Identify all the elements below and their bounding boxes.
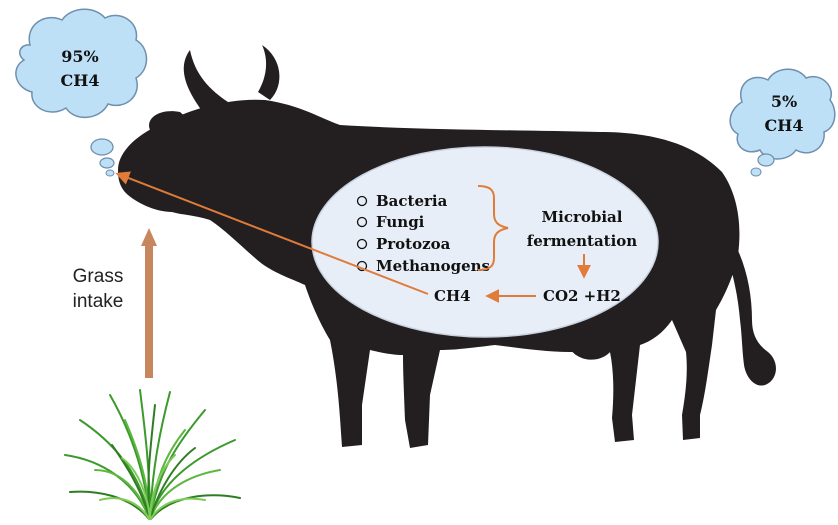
rear-cloud-bubble-small <box>751 168 761 176</box>
microbe-protozoa: Protozoa <box>376 235 451 253</box>
microbe-fungi: Fungi <box>376 213 425 231</box>
mouth-cloud-bubble-mid <box>100 158 114 168</box>
rear-cloud-percent: 5% <box>771 92 797 111</box>
mouth-cloud-percent: 95% <box>61 47 98 66</box>
intake-label: Grass intake <box>73 266 124 312</box>
intake-line2: intake <box>73 291 124 312</box>
rear-cloud <box>730 69 835 159</box>
mouth-cloud-gas: CH4 <box>61 71 100 90</box>
grass-tuft-icon <box>65 390 240 520</box>
rear-cloud-bubble-large <box>758 154 774 166</box>
rear-cloud-gas: CH4 <box>765 116 804 135</box>
products-label: CO2 +H2 <box>543 287 621 305</box>
thought-cloud-icon: 5% CH4 <box>730 69 835 176</box>
intake-line1: Grass <box>73 266 124 287</box>
intake-arrow <box>141 228 157 378</box>
microbe-methanogens: Methanogens <box>376 257 490 275</box>
fermentation-line1: Microbial <box>542 208 623 226</box>
microbe-bacteria: Bacteria <box>376 192 448 210</box>
mouth-cloud-bubble-large <box>91 139 113 155</box>
fermentation-line2: fermentation <box>527 232 637 250</box>
mouth-cloud-bubble-small <box>106 170 114 176</box>
methane-label: CH4 <box>434 287 471 305</box>
